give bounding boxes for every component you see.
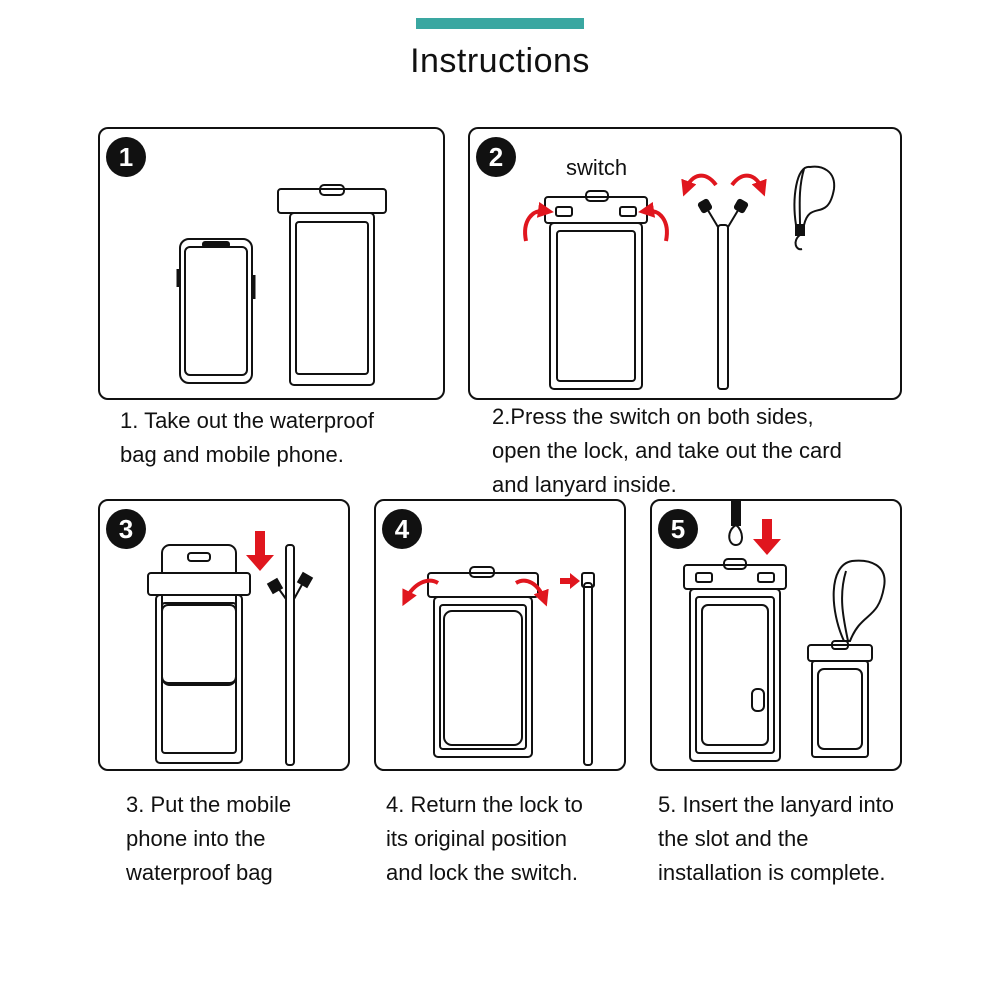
- waterproof-bag-illustration: [277, 184, 387, 386]
- step-4-panel: 4: [374, 499, 626, 771]
- card-illustration: [266, 544, 314, 766]
- step-1-panel: 1: [98, 127, 445, 400]
- step-1-caption: 1. Take out the waterproof bag and mobil…: [120, 408, 374, 467]
- finished-bag-illustration: [807, 559, 886, 758]
- step-badge-2: 2: [476, 137, 516, 177]
- step-3-panel: 3: [98, 499, 350, 771]
- phone-insert-illustration: [147, 544, 251, 764]
- bag-lock-illustration: [427, 566, 539, 758]
- step-5-panel: 5: [650, 499, 902, 771]
- switch-arrows: [523, 201, 669, 242]
- step-5-caption: 5. Insert the lanyard into the slot and …: [658, 792, 895, 885]
- page-title: Instructions: [410, 42, 590, 80]
- step-badge-5: 5: [658, 509, 698, 549]
- insert-arrow: [753, 519, 781, 555]
- lanyard-clip-illustration: [728, 501, 743, 547]
- bag-closed-illustration: [683, 558, 787, 762]
- step-4-caption: 4. Return the lock to its original posit…: [386, 792, 583, 885]
- step-badge-1: 1: [106, 137, 146, 177]
- svg-text:2: 2: [489, 142, 503, 172]
- lanyard-illustration: [793, 165, 836, 251]
- svg-text:5: 5: [671, 514, 685, 544]
- step-badge-3: 3: [106, 509, 146, 549]
- accent-bar: [416, 18, 584, 29]
- phone-illustration: [176, 238, 256, 384]
- card-illustration: [697, 198, 749, 390]
- step-3-caption: 3. Put the mobile phone into the waterpr…: [126, 792, 292, 885]
- step-2-caption: 2.Press the switch on both sides, open t…: [492, 404, 842, 497]
- bag-open-illustration: [544, 190, 648, 390]
- step-2-panel: 2 switch: [468, 127, 902, 400]
- svg-text:4: 4: [395, 514, 410, 544]
- card-arrow: [560, 573, 580, 589]
- step-badge-4: 4: [382, 509, 422, 549]
- insert-arrow: [246, 531, 274, 571]
- switch-label: switch: [566, 155, 628, 180]
- svg-text:1: 1: [119, 142, 133, 172]
- card-illustration: [581, 572, 595, 766]
- open-lock-arrows: [681, 173, 767, 197]
- svg-text:3: 3: [119, 514, 133, 544]
- lock-arrows: [402, 578, 549, 607]
